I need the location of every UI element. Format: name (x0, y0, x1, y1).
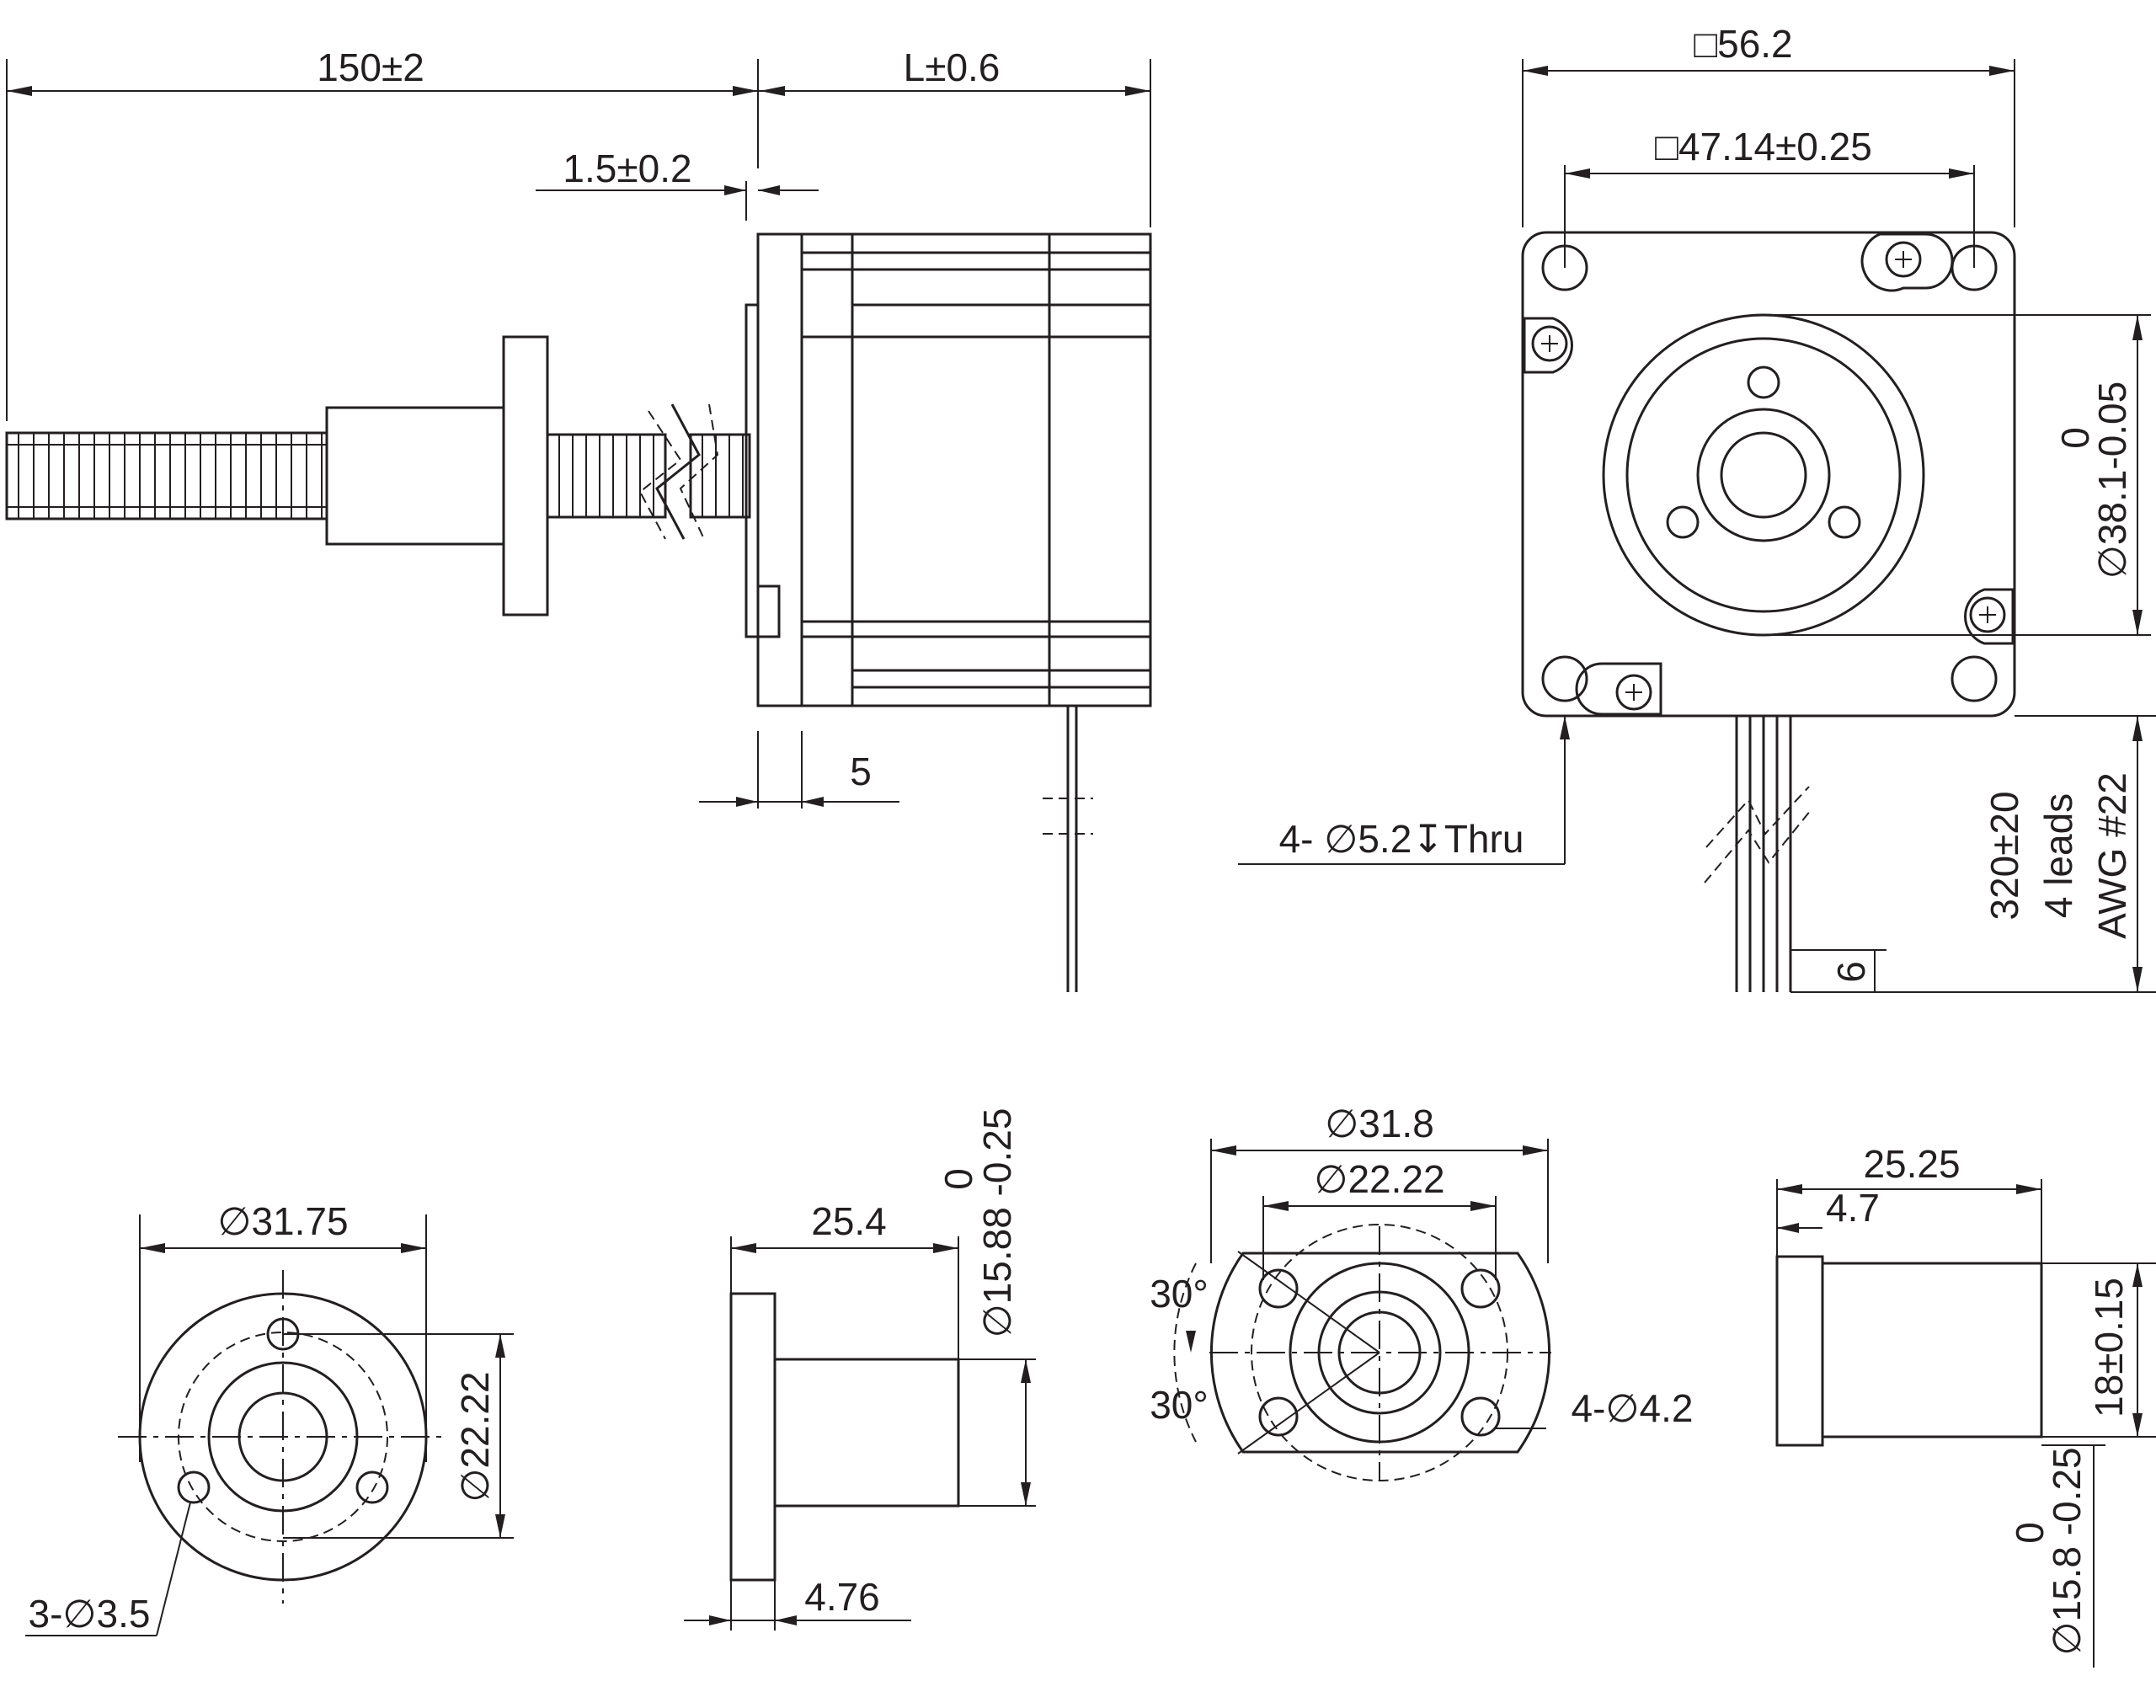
screw-length-label: 150±2 (317, 45, 424, 89)
nut-b-angle-bottom: 30° (1150, 1383, 1209, 1427)
nut-b-holes-label: 4-∅4.2 (1572, 1386, 1694, 1430)
nut-b-outer-dia-label: ∅31.8 (1325, 1102, 1434, 1145)
motor-face-frame (1521, 231, 2016, 718)
nut-b-body-side (1821, 1262, 2043, 1438)
nut-b-width-label: 18±0.15 (2087, 1278, 2131, 1417)
nut-b-bolt-circle-label: ∅22.22 (1314, 1157, 1444, 1201)
lead-gauge-label: AWG #22 (2090, 772, 2134, 939)
lead-length-label: 320±20 (1983, 791, 2026, 920)
nut-a-flange-thk-label: 4.76 (804, 1575, 880, 1619)
flange-thickness-label: 5 (850, 750, 872, 793)
flange-nut-assembly (325, 335, 549, 616)
screw-icon (1963, 588, 2015, 645)
side-view: 150±2 L±0.6 1.5±0.2 (5, 45, 1152, 992)
screw-icon (1523, 317, 1574, 374)
nut-b-flange-side (1775, 1255, 1824, 1447)
screw-icon (1575, 662, 1662, 716)
nut-a-outer-dia-label: ∅31.75 (217, 1199, 348, 1243)
front-view: □56.2 □47.14±0.25 (1238, 22, 2156, 993)
mount-hole (1541, 244, 1588, 291)
nut-a-tol-upper: 0 (937, 1168, 980, 1190)
motor-length-label: L±0.6 (904, 45, 1001, 89)
nut-a-body-dia-label: ∅15.88 -0.25 (975, 1108, 1019, 1338)
nut-b-length-label: 25.25 (1863, 1142, 1960, 1186)
boss-height-label: 1.5±0.2 (563, 147, 691, 190)
nut-a-holes-label: 3-∅3.5 (29, 1592, 151, 1636)
mount-hole (1541, 655, 1588, 702)
pilot-tol-upper: 0 (2053, 427, 2097, 449)
hole-spacing-label: □47.14±0.25 (1655, 125, 1872, 168)
pilot-dia-label: ∅38.1-0.05 (2090, 382, 2134, 579)
nut-b-angle-top: 30° (1150, 1272, 1209, 1316)
nut-b-flange-thk-label: 4.7 (1826, 1186, 1880, 1230)
nut-b-body-dia-label: ∅15.8 -0.25 (2045, 1447, 2089, 1655)
lead-screw (5, 403, 751, 540)
nut-a-front-view: ∅31.75 ∅22.22 3-∅3.5 (25, 1199, 514, 1636)
strip-length-label: 6 (1829, 961, 1873, 983)
frame-size-label: □56.2 (1694, 22, 1792, 66)
nut-a-flange-side (729, 1292, 776, 1582)
screw-icon (1860, 232, 1954, 292)
nut-b-tol-upper: 0 (2008, 1522, 2052, 1544)
nut-a-side-view: 25.4 0 ∅15.88 -0.25 4.76 (684, 1108, 1036, 1631)
nut-a-length-label: 25.4 (811, 1199, 887, 1243)
mount-holes-label: 4- ∅5.2↧Thru (1279, 817, 1524, 861)
nut-b-front-view: ∅31.8 ∅22.22 30° 30° 4-∅4.2 (1150, 1102, 1693, 1481)
nut-b-flange (1209, 1252, 1551, 1454)
nut-a-bolt-circle-label: ∅22.22 (453, 1371, 497, 1502)
nut-a-body-side (773, 1358, 960, 1508)
pilot-boss (1602, 313, 1925, 637)
nut-b-side-view: 25.25 4.7 18±0.15 0 ∅15.8 -0.25 (1775, 1142, 2156, 1668)
mount-hole (1951, 655, 1998, 702)
lead-count-label: 4 leads (2036, 793, 2080, 918)
motor-body (744, 232, 1152, 992)
